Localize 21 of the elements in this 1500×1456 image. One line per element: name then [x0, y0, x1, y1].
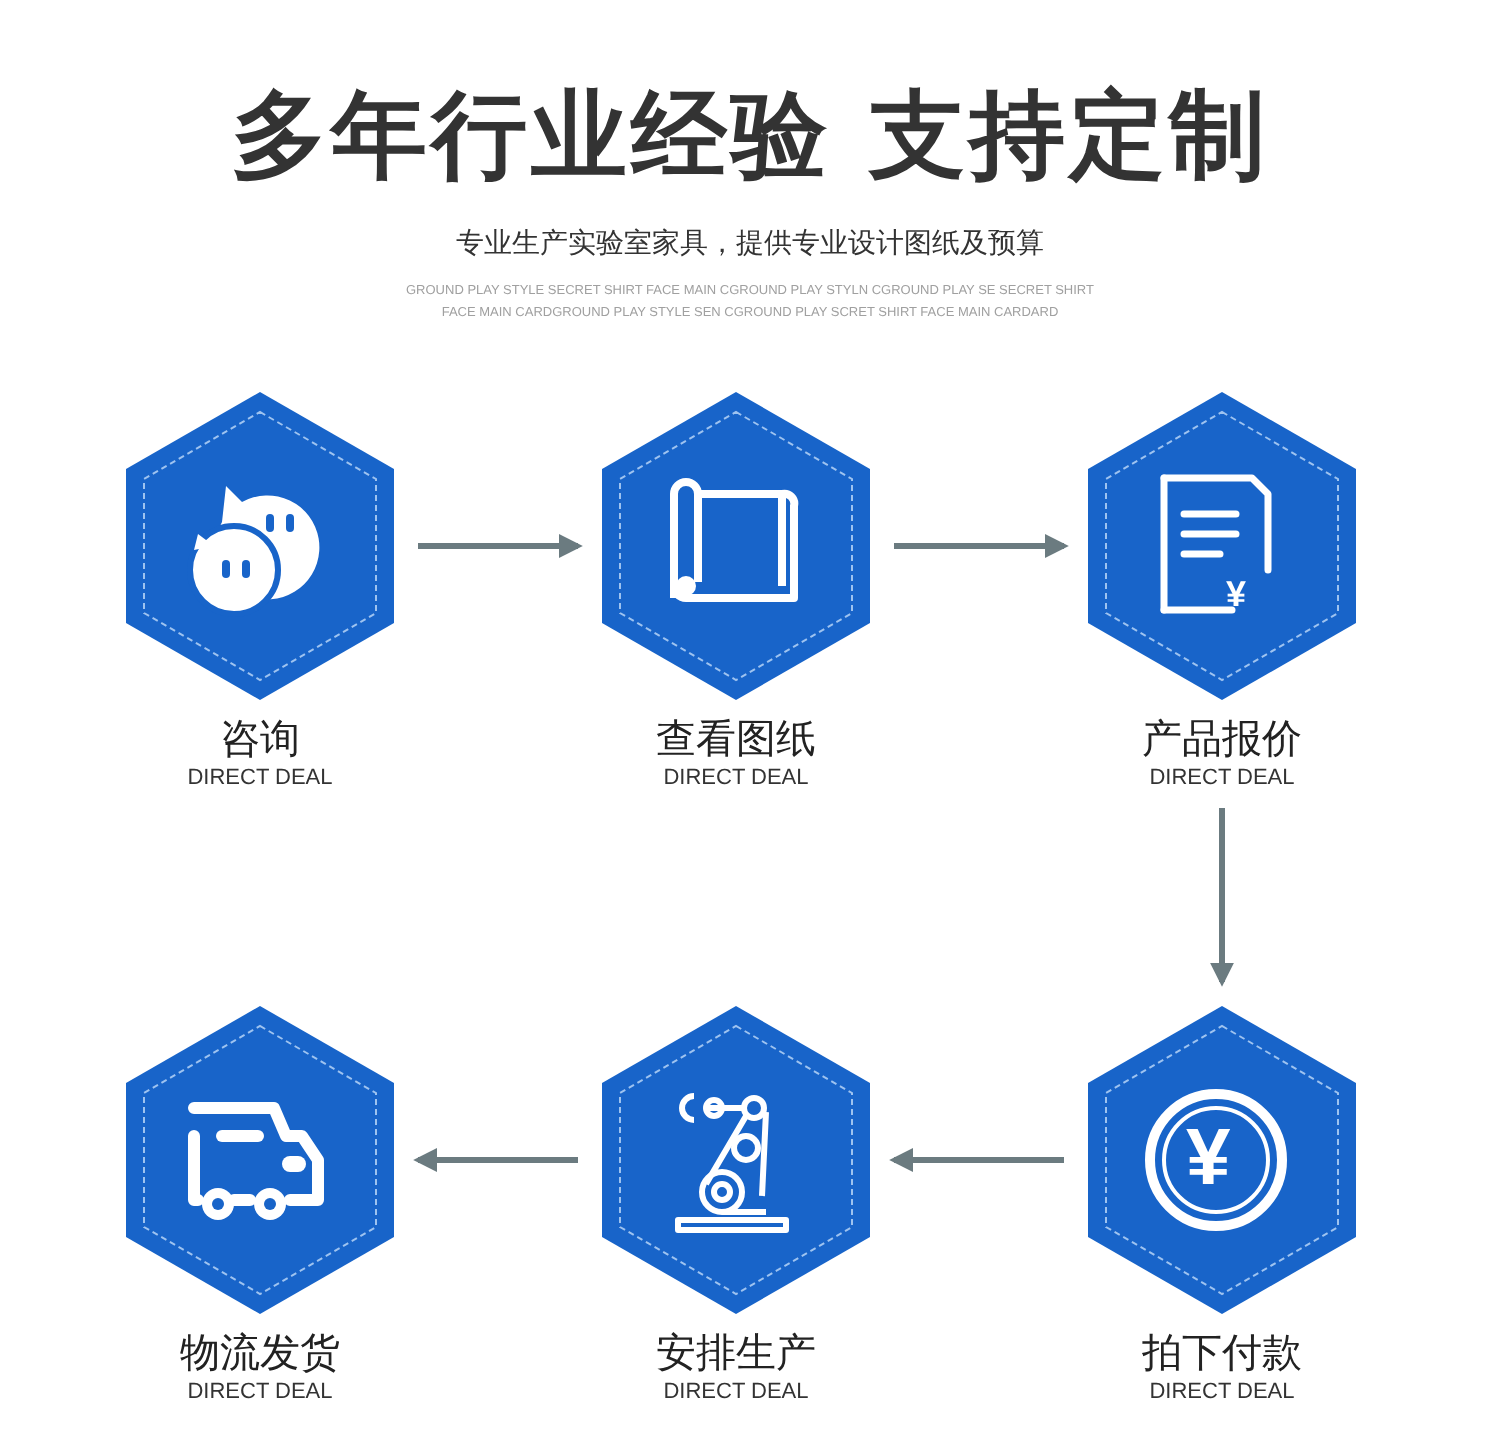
step-caption: DIRECT DEAL: [1149, 1378, 1295, 1406]
step-label: 安排生产: [656, 1326, 816, 1378]
arrow: [894, 534, 1069, 558]
step-label: 查看图纸: [656, 712, 816, 764]
step-caption: DIRECT DEAL: [663, 1378, 809, 1406]
step-caption: DIRECT DEAL: [1149, 764, 1295, 792]
yen-sign: ¥: [1226, 576, 1247, 612]
step-label: 产品报价: [1142, 712, 1302, 764]
yen-sign: ¥: [1186, 1118, 1231, 1198]
title: 多年行业经验 支持定制: [231, 88, 1269, 184]
arrow: [1210, 808, 1234, 987]
step-label: 物流发货: [180, 1326, 340, 1378]
step-caption: DIRECT DEAL: [187, 764, 333, 792]
step-caption: DIRECT DEAL: [663, 764, 809, 792]
step-label: 拍下付款: [1142, 1326, 1302, 1378]
step-caption: DIRECT DEAL: [187, 1378, 333, 1406]
step-label: 咨询: [220, 712, 300, 764]
arrow: [413, 1148, 578, 1172]
subtitle: 专业生产实验室家具，提供专业设计图纸及预算: [456, 230, 1044, 258]
arrow: [418, 534, 583, 558]
arrow: [889, 1148, 1064, 1172]
